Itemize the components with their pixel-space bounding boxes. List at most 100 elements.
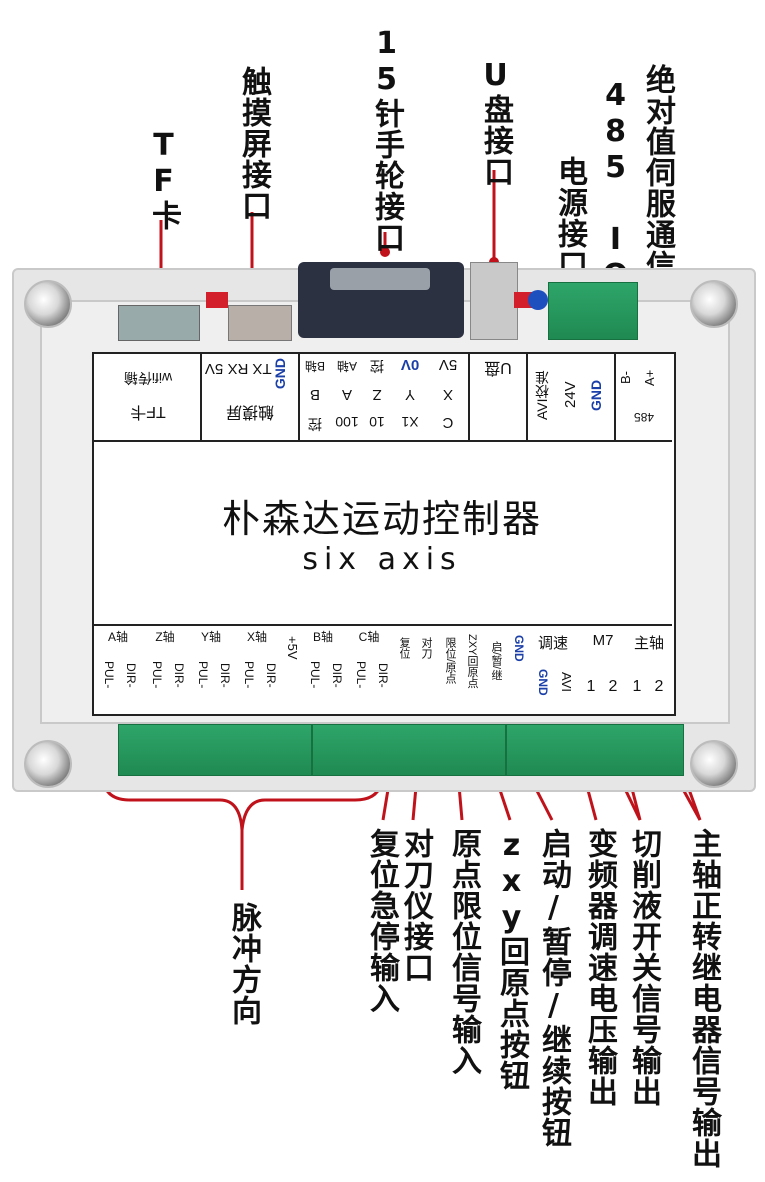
- x-label: X: [443, 386, 454, 403]
- rx-label: RX: [227, 360, 249, 377]
- spindle-pin2: 2: [654, 678, 664, 695]
- mount-hole-top-right: [690, 280, 738, 328]
- start-label: 启/暂/继: [490, 641, 502, 681]
- dir-b: DIR-: [330, 662, 344, 688]
- b-label: B: [310, 386, 321, 403]
- callout-tf: TF卡: [146, 128, 181, 231]
- usb-port[interactable]: [470, 262, 518, 340]
- callout-reset-estop: 复位急停输入: [364, 828, 399, 1014]
- dir-x: DIR-: [264, 662, 278, 688]
- touchscreen-port[interactable]: [228, 305, 292, 341]
- v5-bottom-label: +5V: [285, 636, 300, 660]
- dir-c: DIR-: [376, 662, 390, 688]
- label-panel: [92, 352, 676, 716]
- ctrl2-label: 控: [308, 416, 322, 432]
- x1-label: X1: [401, 414, 419, 430]
- a-label: A: [342, 386, 353, 403]
- dir-a: DIR-: [124, 662, 138, 688]
- callout-zxy: zxy回原点按钮: [494, 828, 529, 1091]
- panel-subtitle: six axis: [302, 542, 462, 577]
- pul-x: PUL-: [242, 661, 256, 689]
- z-label: Z: [372, 386, 382, 403]
- gnd-label: GND: [272, 358, 288, 390]
- b-axis-label: B轴: [305, 359, 326, 373]
- v5b-label: 5V: [438, 356, 458, 373]
- avi-potentiometer[interactable]: [528, 290, 548, 310]
- c-label: C: [442, 414, 454, 431]
- ctrl-label: 控: [370, 358, 384, 374]
- callout-start: 启动/暂停/继续按钮: [536, 828, 571, 1148]
- terminal-block-3[interactable]: [506, 724, 684, 776]
- wifi-label: wifi传输: [123, 370, 173, 386]
- divider: [526, 352, 528, 440]
- panel-title: 朴森达运动控制器: [221, 497, 542, 541]
- pul-a: PUL-: [102, 661, 116, 689]
- ratio100-label: 100: [335, 414, 359, 430]
- gnd2-label: GND: [588, 379, 604, 411]
- v24-label: 24V: [562, 381, 579, 409]
- power-485-terminal-block[interactable]: [548, 282, 638, 340]
- a-axis-label: A轴: [337, 359, 358, 373]
- speed-label: 调速: [537, 635, 568, 652]
- callout-power: 电源接口: [552, 156, 587, 280]
- gnd-speed-label: GND: [536, 668, 550, 696]
- dir-y: DIR-: [218, 662, 232, 688]
- gnd-bottom-label: GND: [512, 634, 526, 662]
- ov-label: 0V: [400, 356, 420, 373]
- tf-label: TF卡: [130, 403, 166, 420]
- divider: [468, 352, 470, 440]
- mount-hole-bottom-right: [690, 740, 738, 788]
- z-axis-label: Z轴: [155, 630, 175, 644]
- m7-label: M7: [592, 632, 614, 649]
- pul-c: PUL-: [354, 661, 368, 689]
- a-plus-label: A+: [642, 369, 657, 387]
- pul-z: PUL-: [150, 661, 164, 689]
- terminal-block-2[interactable]: [312, 724, 506, 776]
- touch-label: 触摸屏: [226, 403, 275, 420]
- reset-label: 复位: [398, 637, 410, 659]
- red-jumper-1: [206, 292, 228, 308]
- pul-b: PUL-: [308, 661, 322, 689]
- pul-y: PUL-: [196, 661, 210, 689]
- divider: [298, 352, 300, 440]
- callout-pulse: 脉冲方向: [226, 902, 261, 1026]
- m7-pin2: 2: [608, 678, 618, 695]
- callout-limit: 原点限位信号输入: [446, 828, 481, 1076]
- callout-touchscreen: 触摸屏接口: [236, 66, 271, 221]
- bottom-row: [92, 624, 672, 714]
- mount-hole-top-left: [24, 280, 72, 328]
- toolset-label: 对刀: [420, 637, 432, 659]
- callout-vfd: 变频器调速电压输出: [582, 828, 617, 1107]
- db15-shell: [330, 268, 430, 290]
- callout-spindle: 主轴正转继电器信号输出: [686, 828, 721, 1169]
- avi-out-label: AVI: [559, 672, 574, 692]
- a-axis-b-label: A轴: [107, 630, 128, 644]
- x-axis-label: X轴: [246, 630, 267, 644]
- b-minus-label: B-: [618, 371, 633, 385]
- divider: [200, 352, 202, 440]
- spindle-label: 主轴: [633, 635, 664, 652]
- v5-label: 5V: [204, 360, 224, 377]
- avi-calib-label: AVI校准: [534, 370, 550, 420]
- callout-toolset: 对刀仪接口: [398, 828, 433, 983]
- m7-pin1: 1: [586, 678, 596, 695]
- udisk-label: U盘: [484, 359, 512, 376]
- rs485-label: 485: [633, 410, 655, 424]
- zxy-label: ZXY回原点: [466, 633, 478, 689]
- y-axis-label: Y轴: [200, 630, 221, 644]
- tf-slot[interactable]: [118, 305, 200, 341]
- y-label: Y: [405, 386, 416, 403]
- callout-usb: U盘接口: [478, 58, 513, 187]
- b-axis-bottom-label: B轴: [312, 630, 333, 644]
- ratio10-label: 10: [369, 414, 385, 430]
- top-row: [92, 352, 672, 442]
- dir-z: DIR-: [172, 662, 186, 688]
- tx-label: TX: [252, 360, 272, 377]
- callout-servo: 绝对值伺服通信: [640, 64, 675, 281]
- spindle-pin1: 1: [632, 678, 642, 695]
- c-axis-bottom-label: C轴: [358, 630, 380, 644]
- mount-hole-bottom-left: [24, 740, 72, 788]
- callout-coolant: 切削液开关信号输出: [626, 828, 661, 1107]
- terminal-block-1[interactable]: [118, 724, 312, 776]
- limit-label: 限位/原点: [444, 637, 456, 685]
